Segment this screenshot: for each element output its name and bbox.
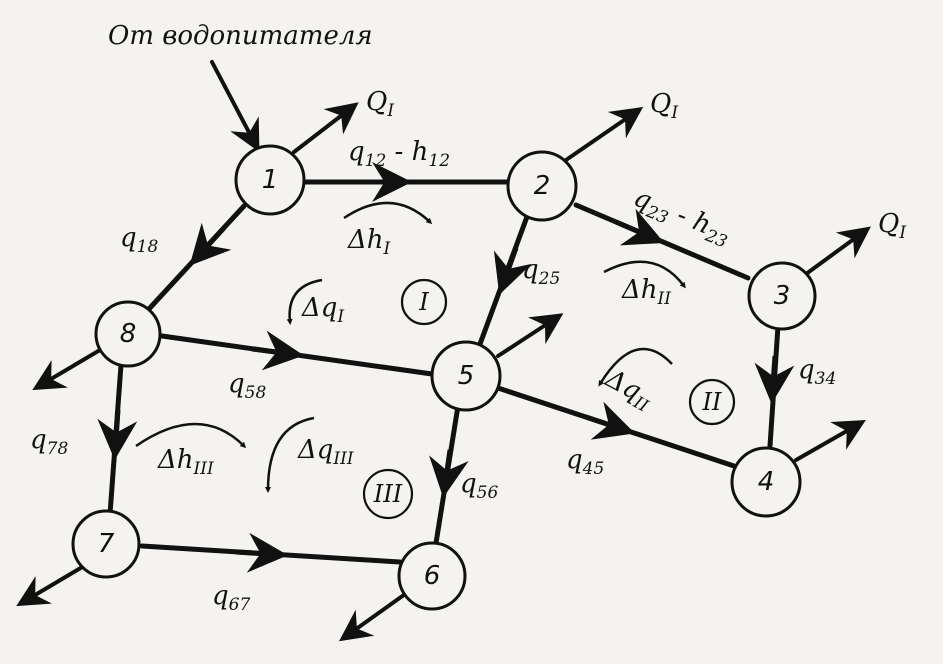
loop-III-marker: III [362, 468, 414, 520]
loop-III-head-label: ΔhIII [157, 445, 214, 479]
pipe-label-5-8: q58 [228, 369, 266, 403]
loop-II-flow-arrow [598, 347, 673, 387]
loop-I-flow-label: ΔqI [301, 293, 344, 327]
pipe-label-3-4: q34 [798, 355, 836, 389]
loop-II-marker: II [688, 378, 736, 426]
pipe-7-6 [139, 543, 403, 565]
pipe-label-1-2: q12 - h12 [348, 137, 450, 171]
loop-I-head-arrow [343, 201, 433, 225]
node-2: 2 [506, 150, 578, 222]
pipe-label-6-7: q67 [212, 581, 250, 615]
outflow-label-3: QI [878, 209, 906, 243]
outflow-arrow-6 [338, 590, 410, 642]
flow-arrow-1-8 [189, 222, 232, 266]
node-1-label: 1 [262, 165, 279, 195]
pipe-3-4 [767, 323, 781, 449]
outflow-arrow-8 [32, 348, 102, 391]
flow-arrow-2-5 [493, 247, 532, 295]
outflow-arrow-7 [16, 564, 86, 607]
loop-I-marker: I [400, 278, 448, 326]
node-5-label: 5 [458, 361, 475, 391]
pipe-label-4-5: q45 [566, 445, 604, 479]
supply-inflow-arrow [210, 60, 260, 153]
node-8: 8 [94, 300, 162, 368]
outflow-arrow-3 [804, 226, 871, 276]
loop-II-flow-label: ΔqII [598, 363, 658, 417]
flow-arrow-8-7 [97, 409, 138, 460]
node-7-label: 7 [98, 529, 115, 559]
loop-III-head-arrow [135, 422, 247, 449]
outflow-arrow-2 [564, 106, 644, 162]
outflow-arrow-1 [292, 102, 359, 154]
loop-III-flow-label: ΔqIII [297, 435, 354, 469]
pipe-label-2-5: q25 [522, 255, 560, 289]
node-3: 3 [747, 261, 817, 331]
flow-arrow-5-4 [585, 401, 635, 440]
node-2-label: 2 [534, 171, 551, 201]
outflow-label-2: QI [650, 89, 678, 123]
loop-II-roman: II [702, 388, 722, 416]
loop-III-flow-arrow [265, 416, 315, 493]
flow-arrow-2-3 [615, 208, 665, 246]
loop-II-head-label: ΔhII [621, 275, 671, 309]
node-6: 6 [397, 541, 467, 611]
pipe-1-8 [145, 203, 247, 313]
flow-arrow-8-5 [251, 330, 304, 371]
pipe-label-5-6: q56 [460, 469, 498, 503]
node-4-label: 4 [758, 467, 775, 497]
pipe-label-1-8: q18 [120, 223, 158, 257]
node-6-label: 6 [424, 561, 441, 591]
flow-arrow-7-6 [235, 532, 288, 573]
loop-I-head-label: ΔhI [347, 225, 391, 259]
outflow-label-1: QI [366, 87, 394, 121]
loop-II-head-arrow [603, 260, 686, 289]
flow-arrow-3-4 [754, 355, 795, 404]
pipe-label-7-8: q78 [30, 425, 68, 459]
node-1: 1 [234, 144, 306, 216]
outflow-arrow-5 [496, 313, 564, 358]
node-8-label: 8 [120, 319, 137, 349]
node-4: 4 [730, 446, 802, 518]
flow-arrow-5-6 [429, 449, 469, 498]
outflow-arrow-4 [794, 420, 866, 462]
title: От водопитателя [108, 21, 373, 51]
node-3-label: 3 [774, 281, 791, 311]
pipe-label-2-3: q23 - h23 [628, 183, 735, 253]
pipe-2-5 [477, 211, 531, 347]
node-7: 7 [71, 509, 141, 579]
loop-III-roman: III [373, 480, 403, 508]
node-5: 5 [430, 340, 502, 412]
loop-I-flow-arrow [286, 278, 323, 325]
loop-I-roman: I [418, 288, 429, 316]
pipe-8-5 [159, 333, 435, 377]
